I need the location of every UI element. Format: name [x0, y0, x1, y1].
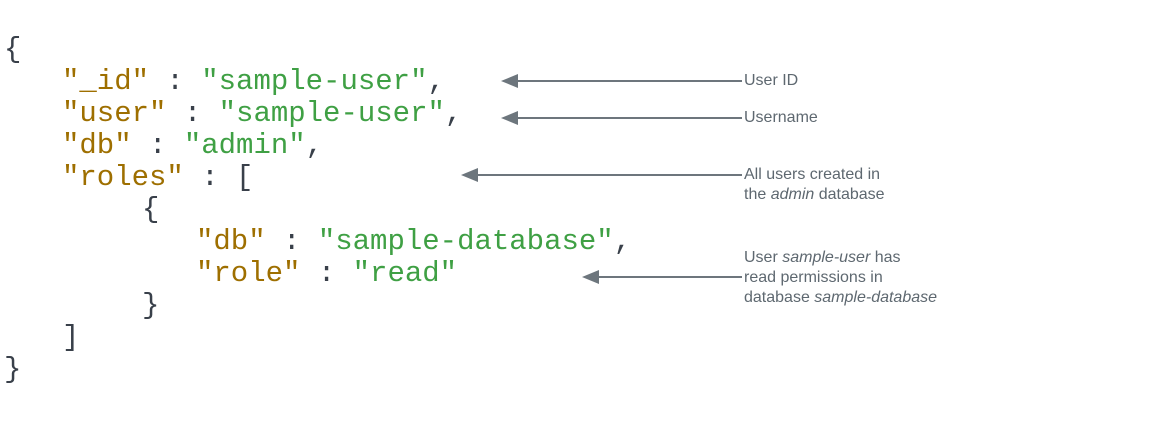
- json-key: "db": [196, 225, 266, 258]
- json-open-brace: {: [4, 33, 22, 66]
- json-close-brace: }: [4, 353, 22, 386]
- json-comma: ,: [444, 97, 463, 130]
- code-line: ]: [4, 322, 631, 354]
- json-value: "sample-user": [201, 65, 428, 98]
- code-block: { "_id" : "sample-user", "user" : "sampl…: [4, 34, 631, 386]
- note-text: Username: [744, 109, 818, 126]
- note-text: has: [870, 249, 901, 266]
- note-text-italic: admin: [770, 186, 815, 203]
- note-text: database: [744, 289, 815, 306]
- json-colon: :: [131, 129, 184, 162]
- json-close-brace: }: [142, 289, 160, 322]
- arrowhead-icon: [582, 270, 599, 284]
- note-line: All users created in: [744, 165, 885, 185]
- note-text: User ID: [744, 72, 799, 89]
- code-line: {: [4, 194, 631, 226]
- code-line: "user" : "sample-user",: [4, 98, 631, 130]
- json-colon: :: [166, 97, 219, 130]
- left-arrow-icon: [461, 168, 742, 182]
- code-line: }: [4, 290, 631, 322]
- note-text: User: [744, 249, 783, 266]
- annotation-label-read-permissions: User sample-user has read permissions in…: [744, 248, 937, 308]
- code-line: {: [4, 34, 631, 66]
- note-line: Username: [744, 108, 818, 128]
- arrow-shaft: [473, 174, 742, 176]
- annotation-label-admin-database: All users created in the admin database: [744, 165, 885, 205]
- code-line: "db" : "sample-database",: [4, 226, 631, 258]
- json-key: "db": [62, 129, 132, 162]
- json-value: "admin": [183, 129, 306, 162]
- json-colon: :: [300, 257, 353, 290]
- note-text: read permissions in: [744, 269, 883, 286]
- json-comma: ,: [427, 65, 445, 98]
- json-close-bracket: ]: [62, 321, 80, 354]
- json-value: "sample-database": [317, 225, 614, 258]
- json-key: "_id": [62, 65, 150, 98]
- arrowhead-icon: [461, 168, 478, 182]
- note-text: database: [814, 186, 885, 203]
- note-line: database sample-database: [744, 288, 937, 308]
- note-line: the admin database: [744, 185, 885, 205]
- note-text: the: [744, 186, 771, 203]
- code-line: }: [4, 354, 631, 386]
- json-value: "sample-user": [218, 97, 445, 130]
- note-line: User ID: [744, 71, 798, 91]
- arrowhead-icon: [501, 74, 518, 88]
- json-value: "read": [352, 257, 458, 290]
- code-line: "_id" : "sample-user",: [4, 66, 631, 98]
- json-colon: :: [183, 161, 237, 194]
- json-open-brace: {: [142, 193, 160, 226]
- annotation-label-username: Username: [744, 108, 818, 128]
- json-comma: ,: [305, 129, 324, 162]
- note-line: User sample-user has: [744, 248, 937, 268]
- json-comma: ,: [613, 225, 632, 258]
- code-line: "roles" : [: [4, 162, 631, 194]
- annotation-label-user-id: User ID: [744, 71, 798, 91]
- code-line: "role" : "read": [4, 258, 631, 290]
- code-line: "db" : "admin",: [4, 130, 631, 162]
- arrow-shaft: [513, 80, 742, 82]
- arrowhead-icon: [501, 111, 518, 125]
- json-open-bracket: [: [236, 161, 254, 194]
- arrow-shaft: [513, 117, 742, 119]
- arrow-shaft: [594, 276, 742, 278]
- json-key: "roles": [62, 161, 184, 194]
- left-arrow-icon: [582, 270, 742, 284]
- note-text-italic: sample-user: [782, 249, 871, 266]
- left-arrow-icon: [501, 111, 742, 125]
- left-arrow-icon: [501, 74, 742, 88]
- json-colon: :: [265, 225, 318, 258]
- json-key: "role": [196, 257, 301, 290]
- note-text-italic: sample-database: [814, 289, 938, 306]
- note-line: read permissions in: [744, 268, 937, 288]
- note-text: All users created in: [744, 166, 881, 183]
- json-key: "user": [62, 97, 167, 130]
- json-colon: :: [149, 65, 202, 98]
